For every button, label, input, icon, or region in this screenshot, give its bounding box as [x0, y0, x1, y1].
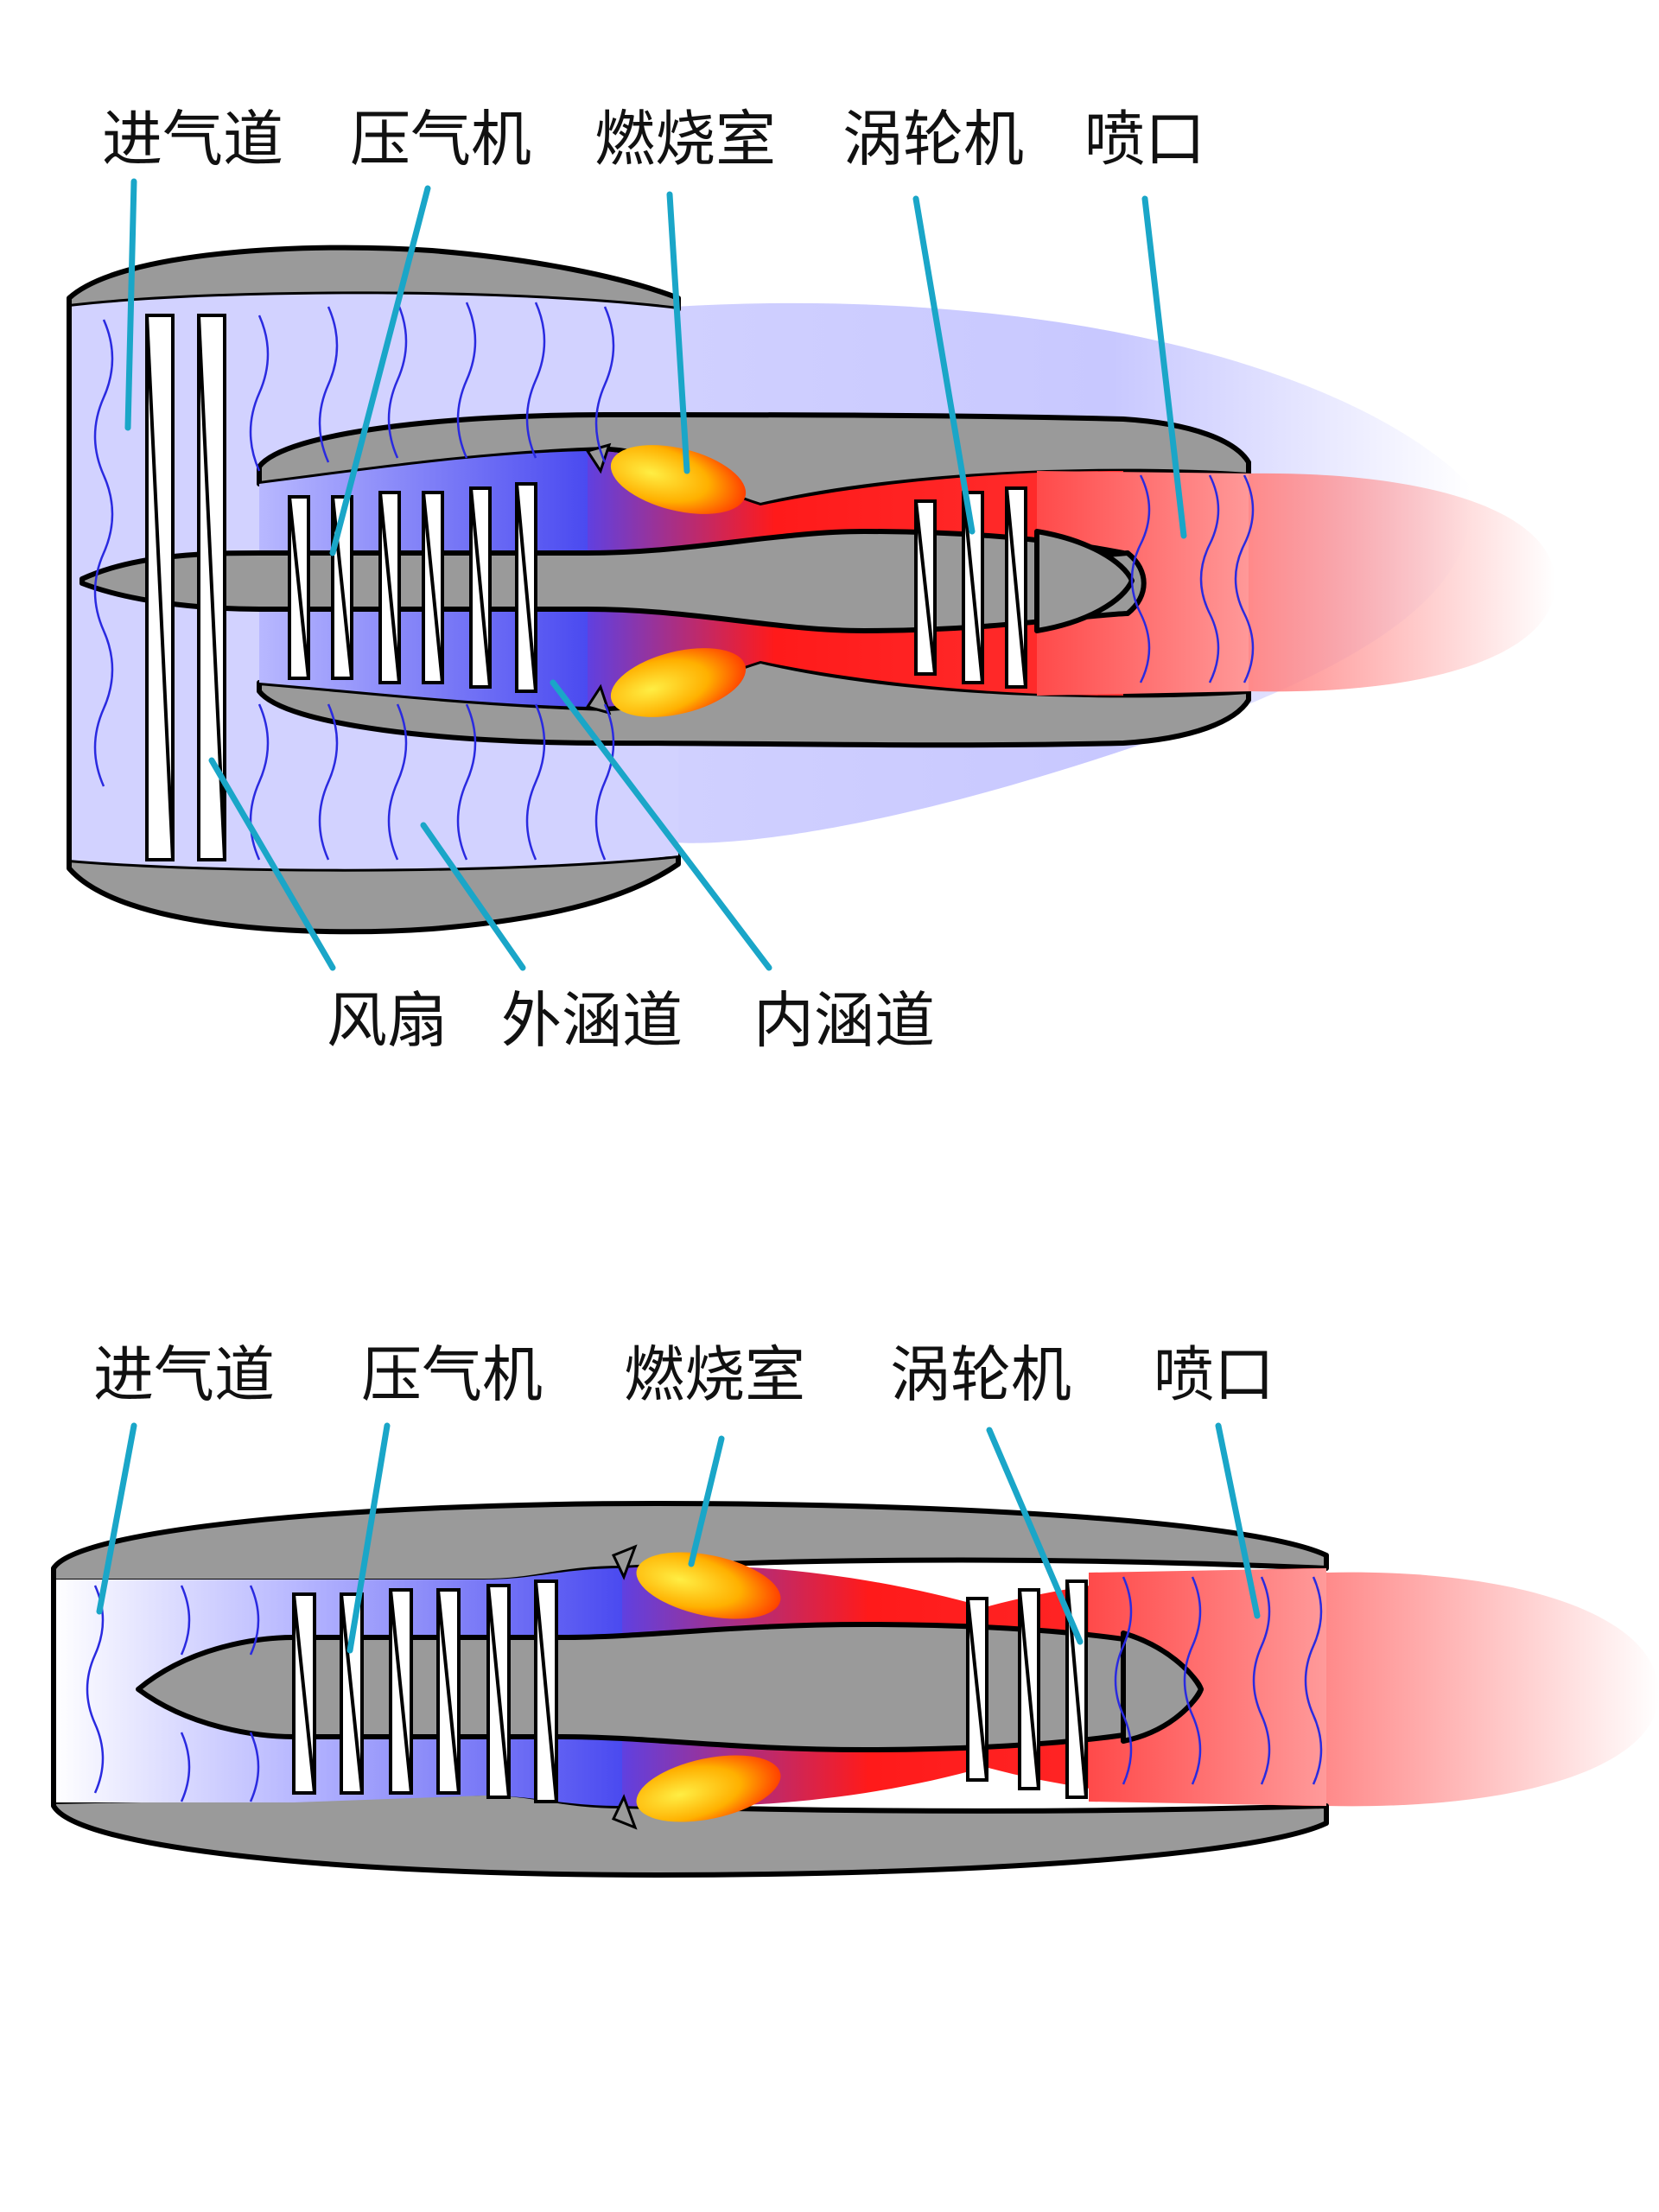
turbofan-diagram: 进气道 压气机 燃烧室 涡轮机 喷口 风扇 外涵道 内涵道 [67, 104, 1555, 1056]
leader-fan [208, 757, 336, 971]
flame-bottom [610, 648, 747, 717]
leader-intake-2 [96, 1422, 137, 1615]
label-combustor-1: 燃烧室 [594, 104, 776, 175]
flame-top [610, 445, 747, 514]
leader-compressor-2 [346, 1422, 391, 1654]
label-turbine-2: 涡轮机 [890, 1339, 1071, 1410]
leader-nozzle-2 [1215, 1422, 1261, 1619]
label-fan: 风扇 [327, 985, 448, 1056]
compressor-blades-2 [292, 1580, 558, 1803]
shaft-tail-2 [1121, 1630, 1204, 1744]
leader-bypass [420, 822, 526, 971]
label-intake-1: 进气道 [102, 104, 283, 175]
leader-compressor-1 [329, 185, 431, 556]
leader-core-duct [550, 679, 772, 971]
flame-bottom-2 [636, 1755, 781, 1822]
compressor-blades [288, 482, 537, 693]
turbine-blades-2 [966, 1580, 1088, 1799]
exhaust-plume [1249, 473, 1555, 692]
airflow-waves [93, 302, 1255, 861]
leader-intake-1 [124, 178, 137, 431]
leader-combustor-1 [666, 191, 690, 474]
label-core-duct: 内涵道 [753, 985, 935, 1056]
turbine-blades [914, 486, 1027, 689]
leader-turbine-2 [986, 1427, 1084, 1645]
label-compressor-2: 压气机 [361, 1339, 543, 1410]
injector-top-2 [611, 1544, 638, 1580]
leader-turbine-1 [912, 195, 976, 535]
label-turbine-1: 涡轮机 [842, 104, 1024, 175]
leader-nozzle-1 [1141, 195, 1187, 539]
label-intake-2: 进气道 [93, 1339, 275, 1410]
exhaust-plume-2 [1326, 1572, 1659, 1807]
turbojet-diagram: 进气道 压气机 燃烧室 涡轮机 喷口 [51, 1339, 1659, 1878]
injector-top [585, 442, 612, 474]
label-combustor-2: 燃烧室 [624, 1339, 805, 1410]
injector-bottom-2 [611, 1794, 638, 1830]
label-compressor-1: 压气机 [350, 104, 531, 175]
fan-blades [145, 314, 226, 861]
label-nozzle-1: 喷口 [1084, 104, 1205, 175]
airflow-waves-2 [86, 1576, 1323, 1802]
injector-bottom [585, 683, 612, 715]
label-nozzle-2: 喷口 [1154, 1339, 1274, 1410]
label-bypass-duct: 外涵道 [501, 985, 683, 1056]
flame-top-2 [636, 1552, 781, 1619]
leader-combustor-2 [688, 1435, 725, 1567]
